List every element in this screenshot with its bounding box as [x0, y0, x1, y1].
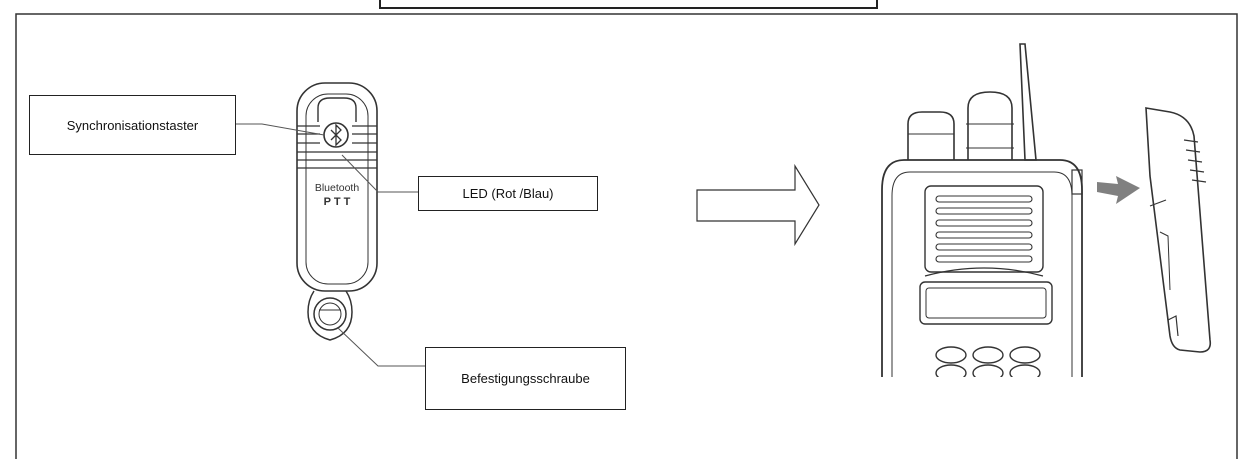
speaker-grill [924, 185, 1044, 273]
radio-knob-left [907, 111, 955, 160]
fixing-screw [313, 297, 347, 331]
ptt-grill [297, 125, 377, 169]
attach-arrow [1097, 176, 1140, 204]
radio-side-button [1071, 169, 1083, 195]
label-led-text: LED (Rot /Blau) [462, 186, 554, 201]
label-screw-text: Befestigungsschraube [461, 371, 590, 386]
radio-display [919, 281, 1053, 325]
ptt-clip [307, 290, 353, 341]
ptt-device [296, 82, 378, 341]
ptt-model-text: P T T [324, 196, 351, 208]
radio-body [881, 159, 1083, 377]
fixing-screw-inner [318, 302, 342, 326]
leader-screw [337, 327, 425, 367]
top-tab [379, 0, 878, 9]
radio-cut-mask [870, 377, 1100, 397]
radio-keypad [935, 346, 1041, 382]
speaker-slots [935, 195, 1033, 263]
ptt-body [296, 82, 378, 292]
leader-lines [236, 123, 425, 367]
ptt-body-inner [305, 93, 369, 285]
radio-knob-right [967, 91, 1013, 160]
ptt-side-body [1145, 107, 1212, 353]
ptt-side-view [1145, 107, 1212, 353]
label-screw: Befestigungsschraube [425, 347, 626, 410]
ptt-top-cutout [317, 97, 357, 122]
radio-antenna [1019, 43, 1037, 161]
label-led: LED (Rot /Blau) [418, 176, 598, 211]
bluetooth-icon [330, 123, 342, 147]
right-arrow [696, 163, 820, 247]
leader-led [341, 154, 418, 193]
radio-device [881, 43, 1083, 382]
label-sync-text: Synchronisationstaster [66, 117, 199, 133]
outer-frame [15, 13, 1238, 464]
ptt-brand-text: Bluetooth [315, 182, 360, 194]
radio-body-inner [891, 171, 1073, 377]
label-sync-button: Synchronisationstaster [29, 95, 236, 155]
leader-sync [236, 123, 325, 136]
